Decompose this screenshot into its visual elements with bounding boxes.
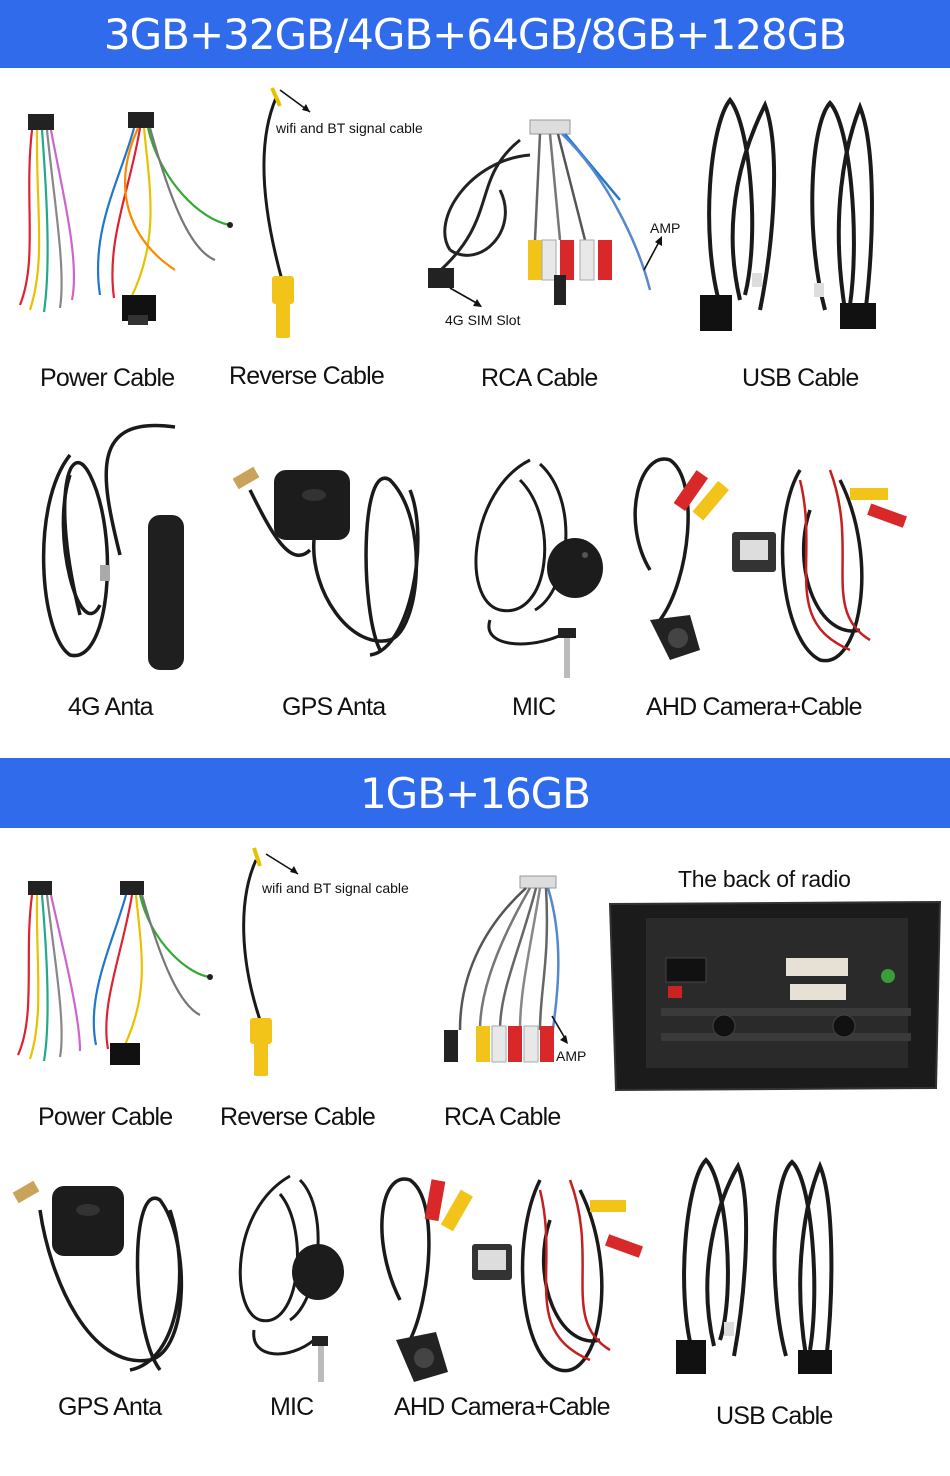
power-cable-image (10, 100, 240, 340)
power-cable-image-2 (10, 875, 220, 1075)
gps-antenna-image-2 (10, 1180, 190, 1380)
power-cable-label: Power Cable (40, 364, 175, 392)
usb-cable-image-2 (670, 1150, 850, 1390)
4g-antenna-label: 4G Anta (68, 693, 154, 721)
usb-cable-label: USB Cable (742, 364, 859, 392)
mic-image-2 (230, 1170, 350, 1385)
gps-antenna-label: GPS Anta (282, 693, 386, 721)
ahd-camera-label: AHD Camera+Cable (646, 693, 863, 721)
reverse-cable-label: Reverse Cable (229, 362, 385, 390)
rca-amp-note: AMP (650, 220, 681, 236)
ahd-camera-label-2: AHD Camera+Cable (394, 1393, 611, 1421)
mic-label: MIC (512, 693, 556, 721)
4g-antenna-image (30, 415, 210, 675)
rca-sim-note: 4G SIM Slot (445, 312, 521, 328)
gps-antenna-label-2: GPS Anta (58, 1393, 162, 1421)
gps-antenna-image (230, 450, 430, 670)
section-banner-1: 3GB+32GB/4GB+64GB/8GB+128GB (0, 0, 950, 68)
usb-cable-label-2: USB Cable (716, 1402, 833, 1430)
power-cable-label-2: Power Cable (38, 1103, 173, 1131)
rca-amp-note-2: AMP (556, 1048, 587, 1064)
mic-image (460, 450, 620, 680)
reverse-cable-image-2 (230, 840, 430, 1090)
ahd-camera-image-2 (370, 1160, 660, 1390)
rca-cable-label-2: RCA Cable (444, 1103, 561, 1131)
radio-back-label: The back of radio (678, 866, 851, 892)
reverse-cable-label-2: Reverse Cable (220, 1103, 376, 1131)
ahd-camera-image (620, 440, 940, 680)
mic-label-2: MIC (270, 1393, 314, 1421)
section-title-2: 1GB+16GB (359, 768, 591, 818)
radio-back-image (606, 898, 944, 1094)
reverse-cable-note-2: wifi and BT signal cable (262, 880, 409, 896)
section-banner-2: 1GB+16GB (0, 758, 950, 828)
reverse-cable-note: wifi and BT signal cable (276, 120, 423, 136)
reverse-cable-image (250, 80, 450, 350)
section-title-1: 3GB+32GB/4GB+64GB/8GB+128GB (103, 9, 847, 59)
usb-cable-image (690, 85, 900, 345)
rca-cable-image (410, 100, 690, 340)
rca-cable-label: RCA Cable (481, 364, 598, 392)
rca-cable-image-2 (430, 870, 610, 1080)
